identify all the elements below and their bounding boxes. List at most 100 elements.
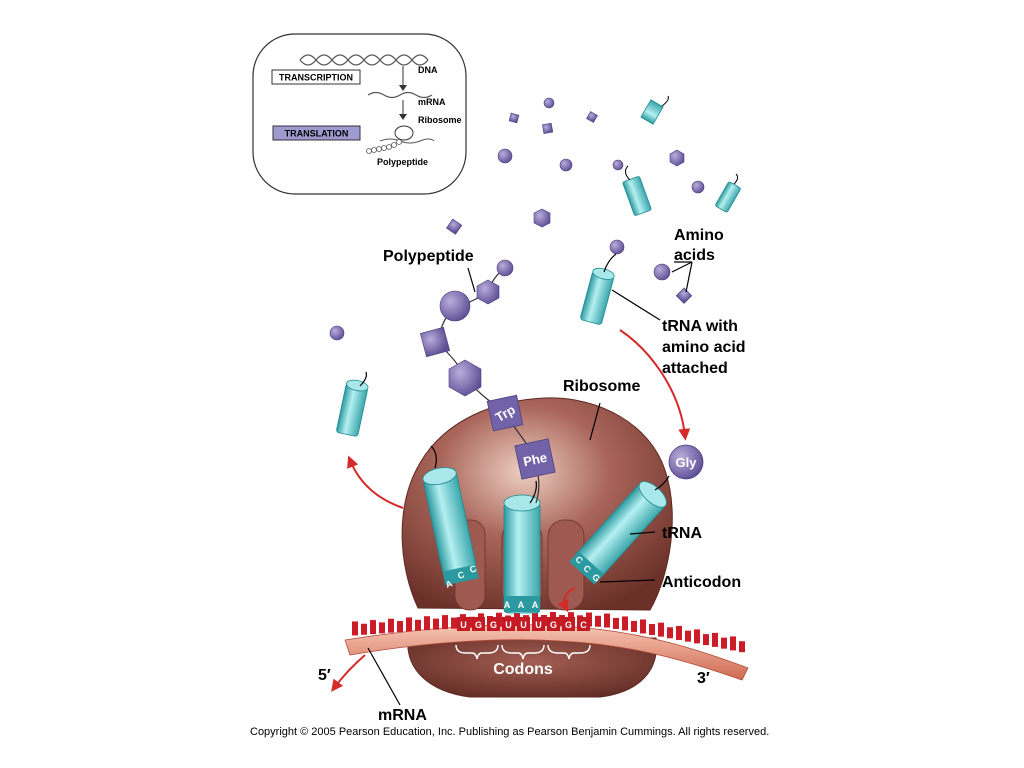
leader-lines: [367, 261, 693, 706]
amino-acid-cube: [508, 112, 520, 124]
mrna-base: [676, 625, 682, 640]
codon-letter: G: [550, 620, 557, 630]
mrna-base: [685, 630, 691, 642]
free-trna-2-tail: [624, 165, 631, 181]
codon-pairing-arrow: [557, 587, 576, 613]
three-prime-label: 3′: [697, 670, 710, 687]
mrna-base: [622, 616, 628, 631]
mrna-base: [370, 620, 376, 635]
codon-base: [532, 617, 545, 631]
codons-label: Codons: [493, 661, 553, 678]
mrna-base: [352, 621, 358, 636]
inset-translation-label: TRANSLATION: [285, 129, 349, 139]
amino-acid-cube: [586, 111, 598, 123]
anticodon-letter: A: [444, 578, 454, 590]
mrna-base: [649, 624, 655, 636]
mrna-base: [739, 641, 745, 653]
free-trna-3-tail: [733, 173, 739, 185]
amino-acids-label-line2: acids: [674, 247, 715, 264]
codon-base: [487, 617, 500, 631]
inset-polypeptide-chain: [366, 139, 402, 154]
mrna-base: [406, 617, 412, 632]
amino-acid-cube: [446, 218, 463, 235]
polypeptide-bonds: [436, 267, 540, 504]
mrna-base: [433, 618, 439, 630]
codon-letter: U: [505, 620, 512, 630]
mrna-base: [730, 636, 736, 651]
mrna-base: [694, 629, 700, 644]
codon-letter: C: [580, 620, 587, 630]
mrna-label: mRNA: [378, 707, 427, 724]
trna-exit-site: [422, 467, 479, 586]
inset-ribosome: [394, 125, 414, 141]
amino-acid-cube: [542, 122, 554, 134]
polypeptide-chain: Trp Phe: [419, 259, 556, 504]
amino-acid-hexagon: [448, 359, 482, 397]
mrna-base: [388, 618, 394, 633]
anticodon-letter: A: [532, 600, 539, 610]
overview-inset: TRANSCRIPTION DNA mRNA Ribosome TRANSLAT…: [252, 33, 467, 195]
mrna-base: [613, 617, 619, 629]
trna-label: tRNA: [662, 525, 702, 542]
five-prime-label: 5′: [318, 667, 331, 684]
five-prime-arrow: [331, 654, 366, 692]
anticodon-letter: A: [518, 600, 525, 610]
amino-acid-cube-labeled: [675, 287, 693, 304]
free-trna-1-tail: [661, 95, 669, 107]
anticodon-letter: C: [456, 569, 466, 581]
mrna-base: [442, 615, 448, 630]
codon-base: [547, 617, 560, 631]
copyright-notice: Copyright © 2005 Pearson Education, Inc.…: [250, 726, 769, 738]
codon-letter: U: [460, 620, 467, 630]
inset-transcription-label: TRANSCRIPTION: [279, 73, 353, 83]
amino-acid-sphere: [329, 325, 345, 341]
codon-letter: G: [490, 620, 497, 630]
codon-base: [457, 617, 470, 631]
gly-residue: [668, 444, 704, 480]
anticodon-letter: A: [504, 600, 511, 610]
amino-acid-sphere: [691, 180, 705, 194]
inset-arrowhead-1: [399, 85, 407, 91]
departing-trna-tail: [359, 371, 367, 387]
mrna-base: [712, 632, 718, 647]
mrna-base: [397, 621, 403, 633]
trna-attached-label-line1: tRNA with: [662, 318, 738, 335]
amino-acid-sphere: [543, 97, 555, 109]
codon-letter: U: [535, 620, 542, 630]
inset-ribosome-mrna: [379, 138, 435, 144]
mrna-base: [667, 627, 673, 639]
amino-acid-hexagon: [669, 149, 685, 167]
mrna-base: [379, 622, 385, 634]
incoming-trna-arrow: [619, 329, 691, 441]
codon-base: [502, 617, 515, 631]
inset-arrowhead-2: [399, 114, 407, 120]
inset-transcription-box: [271, 69, 361, 85]
amino-acid-cube: [419, 326, 451, 358]
exiting-trna-arrow: [347, 455, 404, 509]
ribosome-label: Ribosome: [563, 378, 640, 395]
amino-acid-sphere: [559, 158, 573, 172]
mrna-base: [721, 637, 727, 649]
phe-residue: [514, 438, 556, 480]
inset-dna-helix: [299, 54, 429, 66]
amino-acids-label-line1: Amino: [674, 227, 724, 244]
anticodon-letter: C: [468, 563, 478, 575]
inset-frame: [252, 33, 467, 195]
trna-attached-label-line2: amino acid: [662, 339, 746, 356]
mrna-base: [604, 613, 610, 628]
codon-letter: G: [475, 620, 482, 630]
amino-acid-sphere: [496, 259, 514, 277]
mrna-base: [424, 616, 430, 631]
amino-acid-hexagon: [533, 208, 551, 228]
mrna-base: [361, 623, 367, 635]
codon-base: [577, 617, 590, 631]
mrna-base: [631, 620, 637, 632]
mrna-base: [658, 622, 664, 637]
anticodon-label: Anticodon: [662, 574, 741, 591]
free-trna-1: [640, 99, 664, 125]
codon-base: [562, 617, 575, 631]
free-trna-2: [622, 176, 652, 216]
